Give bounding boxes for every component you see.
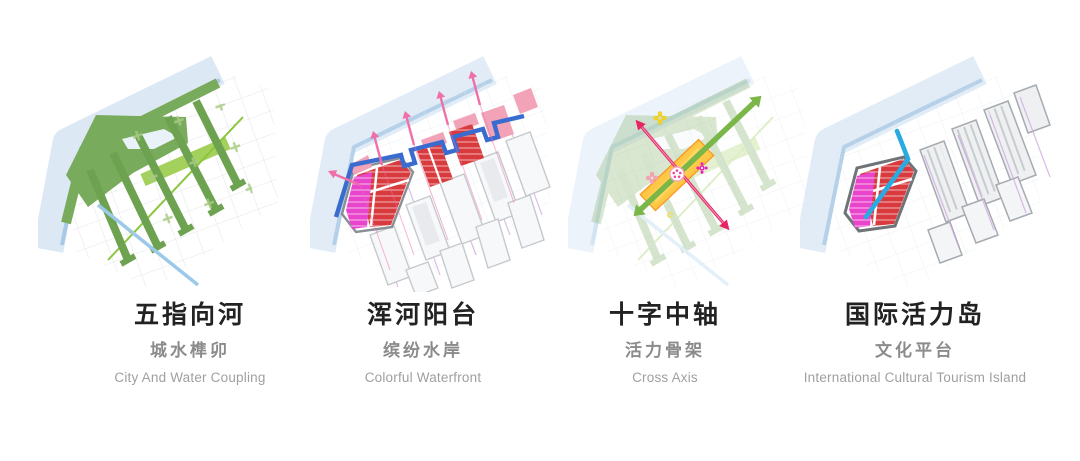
panel-subtitle: 城水榫卯 [150, 341, 230, 360]
panel-title: 十字中轴 [608, 301, 721, 329]
panel-title: 国际活力岛 [844, 301, 985, 329]
panel-title: 浑河阳台 [366, 301, 479, 329]
panel-caption: Cross Axis [632, 370, 698, 385]
diagram-international-vitality-island [800, 55, 1051, 290]
panel-subtitle: 缤纷水岸 [383, 341, 463, 360]
node-marker-yellow-small [667, 212, 674, 219]
panel-3-labels: 十字中轴 活力骨架 Cross Axis [525, 303, 805, 385]
panel-2-labels: 浑河阳台 缤纷水岸 Colorful Waterfront [283, 303, 563, 385]
cyan-waterfront-edge [863, 128, 911, 220]
blue-promenade-zigzag [333, 113, 525, 218]
node-marker-yellow [653, 111, 667, 125]
violet-guide-lines [923, 96, 1051, 246]
waterfront-island-cluster [340, 155, 415, 234]
diagram-five-fingers-to-river [38, 55, 278, 292]
green-axis-arrow [633, 95, 762, 217]
panel-caption: International Cultural Tourism Island [803, 370, 1027, 385]
city-blocks-inner-shading [412, 158, 508, 246]
node-marker-pink [645, 171, 659, 185]
diagram-cross-axis [568, 55, 808, 292]
panel-subtitle: 文化平台 [875, 341, 955, 360]
panel-title: 五指向河 [133, 301, 246, 329]
pink-arrows [328, 71, 515, 271]
node-marker-magenta [696, 162, 708, 174]
panel-1-labels: 五指向河 城水榫卯 City And Water Coupling [50, 303, 330, 385]
panel-4-labels: 国际活力岛 文化平台 International Cultural Touris… [775, 303, 1055, 385]
panel-subtitle: 活力骨架 [625, 341, 705, 360]
city-blocks-gray-shading [924, 105, 1028, 213]
axis-center-rosette [669, 166, 685, 182]
diagram-colorful-waterfront [310, 55, 551, 292]
panel-caption: Colorful Waterfront [364, 370, 482, 385]
panel-caption: City And Water Coupling [114, 370, 266, 385]
